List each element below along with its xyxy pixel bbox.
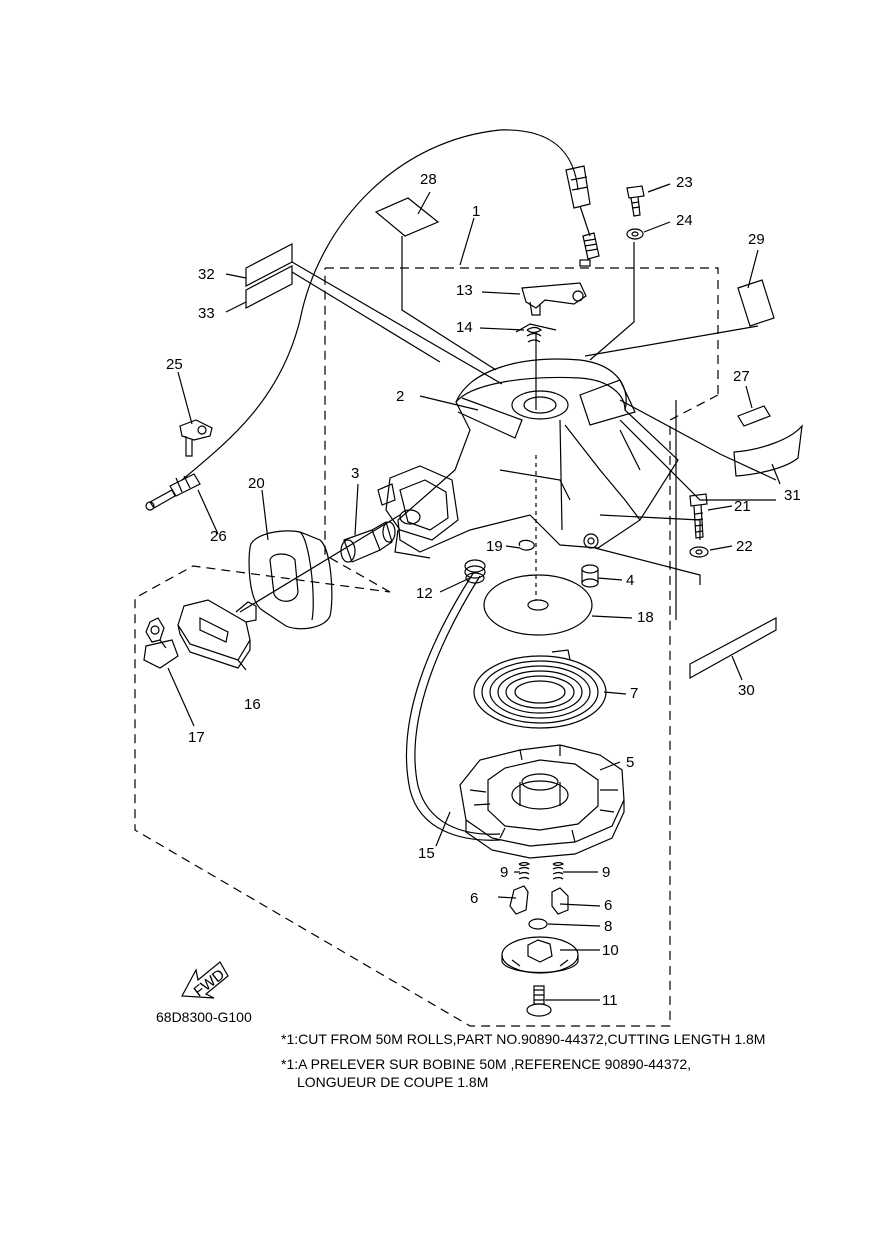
callout-9-right: 9: [602, 864, 610, 881]
callout-16: 16: [244, 696, 261, 713]
callout-6-left: 6: [470, 890, 478, 907]
part-9-spring-right: [552, 861, 565, 880]
part-19-clip: [518, 539, 535, 551]
callout-20: 20: [248, 475, 265, 492]
part-3-bushing: [340, 521, 396, 563]
part-15-rope: [405, 571, 501, 841]
part-9-spring-left: [518, 861, 531, 880]
part-10-drive-plate: [501, 936, 579, 974]
callout-4: 4: [626, 572, 634, 589]
callout-26: 26: [210, 528, 227, 545]
part-22-washer: [689, 546, 709, 558]
callout-9-left: 9: [500, 864, 508, 881]
callout-27: 27: [733, 368, 750, 385]
cutting-note-english: *1:CUT FROM 50M ROLLS,PART NO.90890-4437…: [281, 1031, 766, 1047]
callout-2: 2: [396, 388, 404, 405]
callout-14: 14: [456, 319, 473, 336]
part-26-cable-end: [145, 473, 201, 511]
part-33-decal: [245, 265, 293, 309]
callout-19: 19: [486, 538, 503, 555]
callout-8: 8: [604, 918, 612, 935]
callout-7: 7: [630, 685, 638, 702]
callout-numbers: 1 2 3 4 5 6 6 7 8 9 9 10 11 12 13 14 15 …: [166, 171, 801, 1009]
part-6-pawl-right: [551, 887, 569, 915]
part-25-bracket: [179, 419, 213, 457]
part-12-grommet: [464, 559, 486, 584]
callout-12: 12: [416, 585, 433, 602]
callout-6-right: 6: [604, 897, 612, 914]
callout-30: 30: [738, 682, 755, 699]
handle-rope: [239, 514, 401, 613]
part-6-pawl-left: [509, 885, 529, 915]
part-5-pulley: [459, 744, 625, 859]
assembly-boundary: [134, 267, 719, 1027]
callout-13: 13: [456, 282, 473, 299]
callout-28: 28: [420, 171, 437, 188]
part-30-decal: [689, 616, 777, 680]
callout-1: 1: [472, 203, 480, 220]
part-31-decal: [733, 424, 803, 477]
part-24-washer: [626, 228, 644, 240]
callout-31: 31: [784, 487, 801, 504]
part-32-decal: [245, 243, 293, 287]
callout-11: 11: [602, 992, 618, 1009]
callout-18: 18: [637, 609, 654, 626]
part-20-seal: [248, 530, 333, 630]
part-8-clip: [528, 918, 548, 930]
callout-24: 24: [676, 212, 693, 229]
cutting-note-french-line2: LONGUEUR DE COUPE 1.8M: [297, 1074, 489, 1090]
callout-25: 25: [166, 356, 183, 373]
part-17-holder: [143, 617, 179, 669]
part-7-spring: [473, 649, 607, 729]
callout-21: 21: [734, 498, 751, 515]
callout-5: 5: [626, 754, 634, 771]
part-18-plate: [483, 574, 593, 636]
callout-10: 10: [602, 942, 619, 959]
cable-fitting-top: [565, 165, 600, 267]
part-13-lever: [521, 282, 587, 316]
fwd-arrow-icon: [181, 961, 229, 999]
part-16-handle: [177, 599, 257, 669]
part-23-bolt: [626, 185, 645, 217]
starter-cable: [181, 129, 579, 481]
leader-lines: [167, 183, 781, 1001]
callout-15: 15: [418, 845, 435, 862]
callout-33: 33: [198, 305, 215, 322]
callout-17: 17: [188, 729, 205, 746]
callout-29: 29: [748, 231, 765, 248]
callout-3: 3: [351, 465, 359, 482]
part-11-bolt: [526, 985, 552, 1017]
part-27-decal: [737, 405, 771, 427]
callout-23: 23: [676, 174, 693, 191]
part-2-starter-case: [377, 358, 679, 559]
part-29-decal: [737, 279, 775, 327]
part-4-collar: [581, 564, 599, 588]
cutting-note-french-line1: *1:A PRELEVER SUR BOBINE 50M ,REFERENCE …: [281, 1056, 692, 1072]
part-28-decal: [374, 197, 440, 237]
callout-22: 22: [736, 538, 753, 555]
callout-32: 32: [198, 266, 215, 283]
diagram-code: 68D8300-G100: [156, 1009, 252, 1025]
